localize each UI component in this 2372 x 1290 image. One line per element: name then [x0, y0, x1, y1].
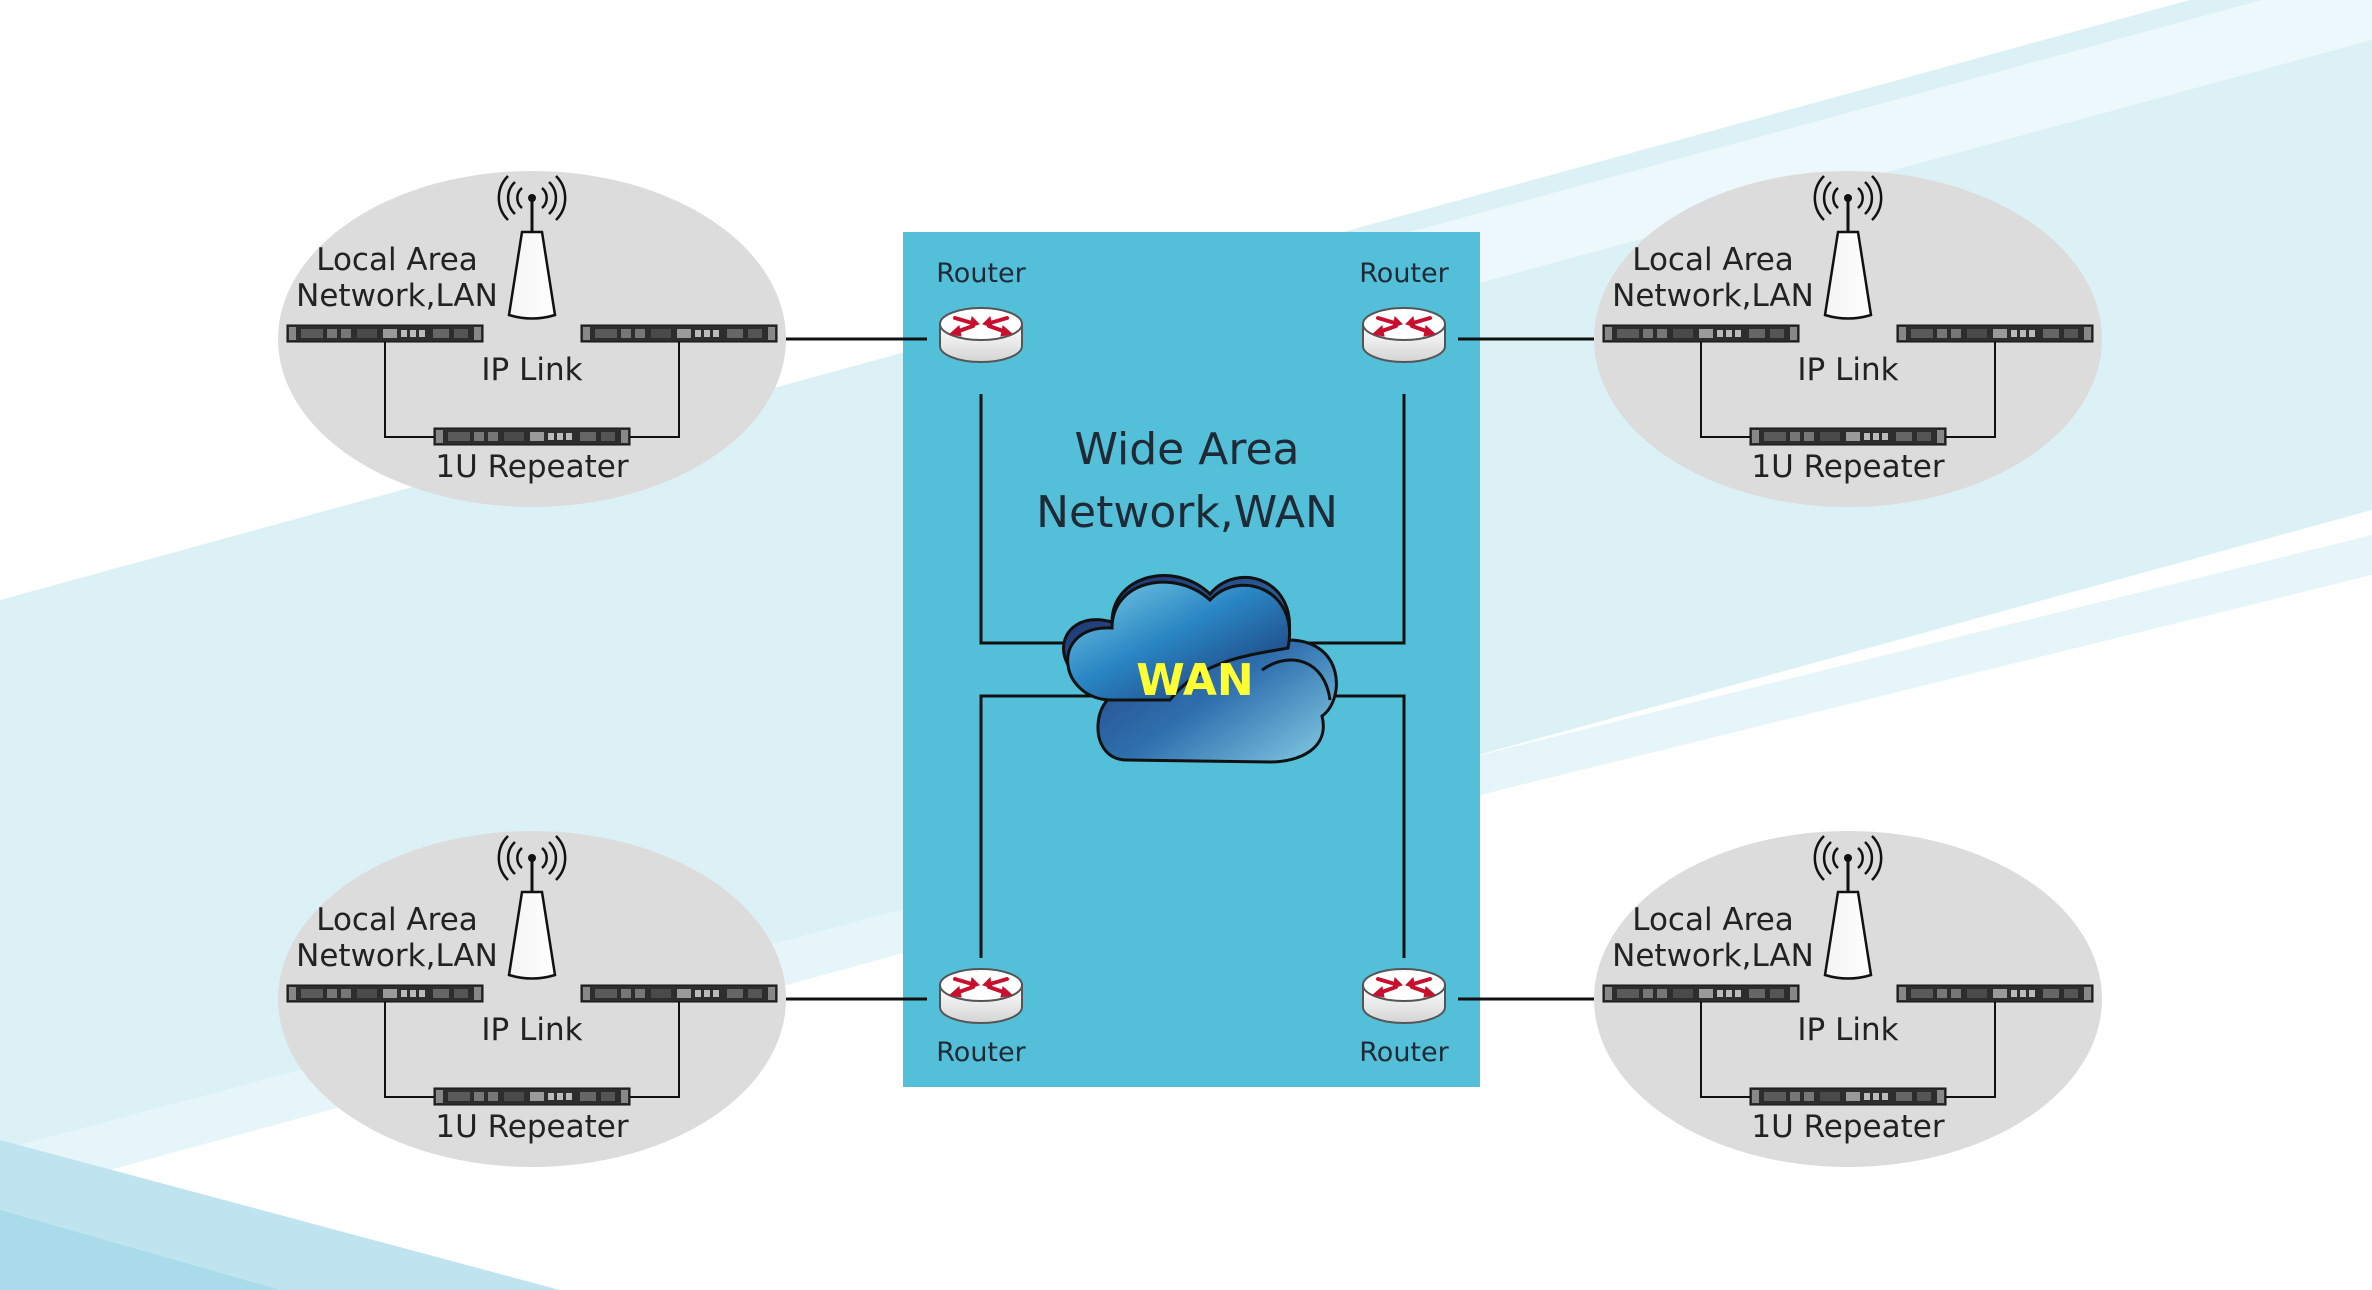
router-icon — [938, 967, 1024, 1025]
router-label: Router — [936, 1037, 1026, 1068]
router-icon — [1361, 967, 1447, 1025]
router-top-left: Router — [936, 258, 1027, 364]
repeater-label: 1U Repeater — [1751, 449, 1944, 485]
rack-device-icon — [580, 984, 778, 1003]
lan-top-right: Local Area Network,LAN IP Link 1U Repeat… — [1594, 171, 2102, 507]
rack-device-icon — [286, 324, 484, 343]
rack-device-icon — [286, 984, 484, 1003]
router-icon — [1361, 306, 1447, 364]
lan-title-line1: Local Area — [316, 902, 478, 938]
repeater-device-icon — [433, 427, 631, 446]
lan-uplinks — [786, 337, 1594, 1001]
rack-device-icon — [1896, 324, 2094, 343]
lan-title-line2: Network,LAN — [1612, 278, 1814, 314]
rack-device-icon — [1602, 324, 1800, 343]
rack-device-icon — [580, 324, 778, 343]
ip-link-label: IP Link — [1797, 352, 1898, 388]
lan-ellipse — [1594, 831, 2102, 1167]
router-icon — [938, 306, 1024, 364]
lan-bottom-left: Local Area Network,LAN IP Link 1U Repeat… — [278, 831, 786, 1167]
repeater-device-icon — [1749, 427, 1947, 446]
lan-title-line2: Network,LAN — [296, 278, 498, 314]
lan-title-line2: Network,LAN — [296, 938, 498, 974]
router-label: Router — [936, 258, 1026, 289]
ip-link-label: IP Link — [1797, 1012, 1898, 1048]
wan-title-line2: Network,WAN — [1036, 487, 1338, 538]
wan-cloud-label: WAN — [1136, 655, 1253, 706]
rack-device-icon — [1602, 984, 1800, 1003]
lan-ellipse — [1594, 171, 2102, 507]
lan-bottom-right: Local Area Network,LAN IP Link 1U Repeat… — [1594, 831, 2102, 1167]
ip-link-label: IP Link — [481, 1012, 582, 1048]
repeater-label: 1U Repeater — [1751, 1109, 1944, 1145]
lan-title-line2: Network,LAN — [1612, 938, 1814, 974]
lan-title-line1: Local Area — [1632, 242, 1794, 278]
repeater-device-icon — [433, 1087, 631, 1106]
router-bottom-left: Router — [936, 967, 1027, 1068]
router-label: Router — [1359, 258, 1449, 289]
wan-area: Wide Area Network,WAN — [903, 232, 1480, 1087]
wan-title-line1: Wide Area — [1074, 424, 1299, 475]
lan-top-left: Local Area Network,LAN IP Link 1U Repeat… — [278, 171, 786, 507]
lan-title-line1: Local Area — [316, 242, 478, 278]
router-top-right: Router — [1359, 258, 1450, 364]
rack-device-icon — [1896, 984, 2094, 1003]
router-bottom-right: Router — [1359, 967, 1450, 1068]
lan-ellipse — [278, 831, 786, 1167]
lan-ellipse — [278, 171, 786, 507]
repeater-label: 1U Repeater — [435, 1109, 628, 1145]
ip-link-label: IP Link — [481, 352, 582, 388]
router-label: Router — [1359, 1037, 1449, 1068]
repeater-label: 1U Repeater — [435, 449, 628, 485]
repeater-device-icon — [1749, 1087, 1947, 1106]
lan-title-line1: Local Area — [1632, 902, 1794, 938]
wan-cloud: WAN — [1062, 574, 1338, 764]
